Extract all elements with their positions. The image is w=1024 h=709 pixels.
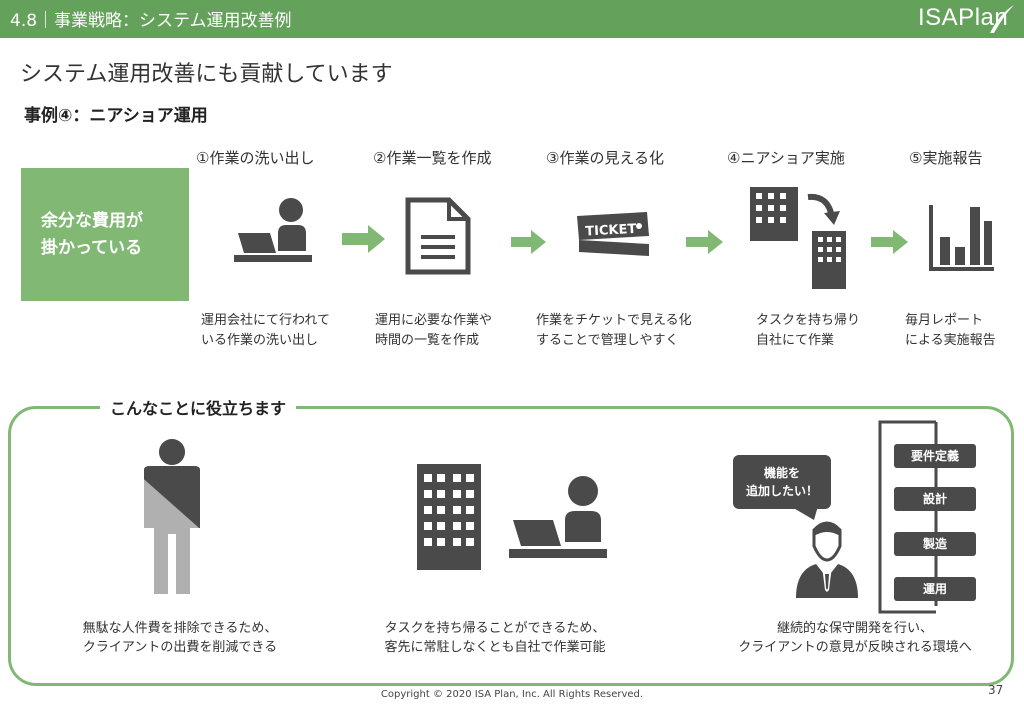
- step-title-2: ②作業一覧を作成: [373, 149, 492, 167]
- step-title-4: ④ニアショア実施: [727, 149, 845, 167]
- arrow-right-icon: [871, 230, 908, 254]
- benefits-frame: [8, 406, 1014, 686]
- half-person-icon: [144, 439, 200, 594]
- step-title-3: ③作業の見える化: [546, 149, 664, 167]
- logo-swoosh-icon: [990, 5, 1014, 33]
- copyright: Copyright © 2020 ISA Plan, Inc. All Righ…: [380, 689, 644, 700]
- document-icon: [405, 197, 471, 275]
- worker-laptop-icon: [234, 198, 312, 262]
- benefit-text-1: 無駄な人件費を排除できるため、 クライアントの出費を削減できる: [82, 621, 278, 655]
- arrow-right-icon: [511, 230, 546, 254]
- problem-text: 余分な費用が 掛かっている: [41, 210, 143, 258]
- benefits-heading: こんなことに役立ちます: [100, 395, 297, 419]
- process-step-4: 運用: [894, 577, 976, 601]
- page-number: 37: [988, 683, 1004, 697]
- businessman-icon: [796, 521, 858, 598]
- process-step-2: 設計: [894, 487, 976, 511]
- process-step-1: 要件定義: [894, 444, 976, 468]
- step-desc-4: タスクを持ち帰り 自社にて作業: [756, 313, 861, 348]
- section-label: 4.8｜事業戦略：システム運用改善例: [10, 11, 292, 31]
- step-title-1: ①作業の洗い出し: [196, 149, 315, 167]
- office-building-icon: [417, 464, 481, 570]
- building-transfer-icon: [750, 187, 846, 289]
- benefit-text-3: 継続的な保守開発を行い、 クライアントの意見が反映される環境へ: [738, 621, 972, 655]
- step-desc-1: 運用会社にて行われて いる作業の洗い出し: [201, 313, 330, 348]
- page-title: システム運用改善にも貢献しています: [20, 62, 393, 87]
- arrow-right-icon: [342, 225, 385, 253]
- request-bubble: 機能を 追加したい！: [733, 455, 831, 509]
- office-worker-icon: [509, 476, 607, 558]
- arrow-right-icon: [686, 230, 723, 254]
- step-title-5: ⑤実施報告: [909, 149, 983, 167]
- process-step-3: 製造: [894, 532, 976, 556]
- step-desc-5: 毎月レポート による実施報告: [905, 313, 996, 348]
- problem-box: 余分な費用が 掛かっている: [21, 168, 189, 301]
- bubble-tail: [790, 506, 818, 520]
- bar-chart-icon: [929, 205, 994, 271]
- header-bar: [0, 0, 1024, 38]
- step-desc-2: 運用に必要な作業や 時間の一覧を作成: [375, 313, 493, 348]
- brand-logo: ISAPlan: [918, 4, 1009, 31]
- step-desc-3: 作業をチケットで見える化 することで管理しやすく: [536, 313, 692, 348]
- ticket-icon: TICKET: [577, 212, 649, 256]
- case-title: 事例④：ニアショア運用: [24, 106, 208, 126]
- benefit-text-2: タスクを持ち帰ることができるため、 客先に常駐しなくとも自社で作業可能: [384, 621, 606, 655]
- ticket-label: TICKET: [585, 222, 637, 240]
